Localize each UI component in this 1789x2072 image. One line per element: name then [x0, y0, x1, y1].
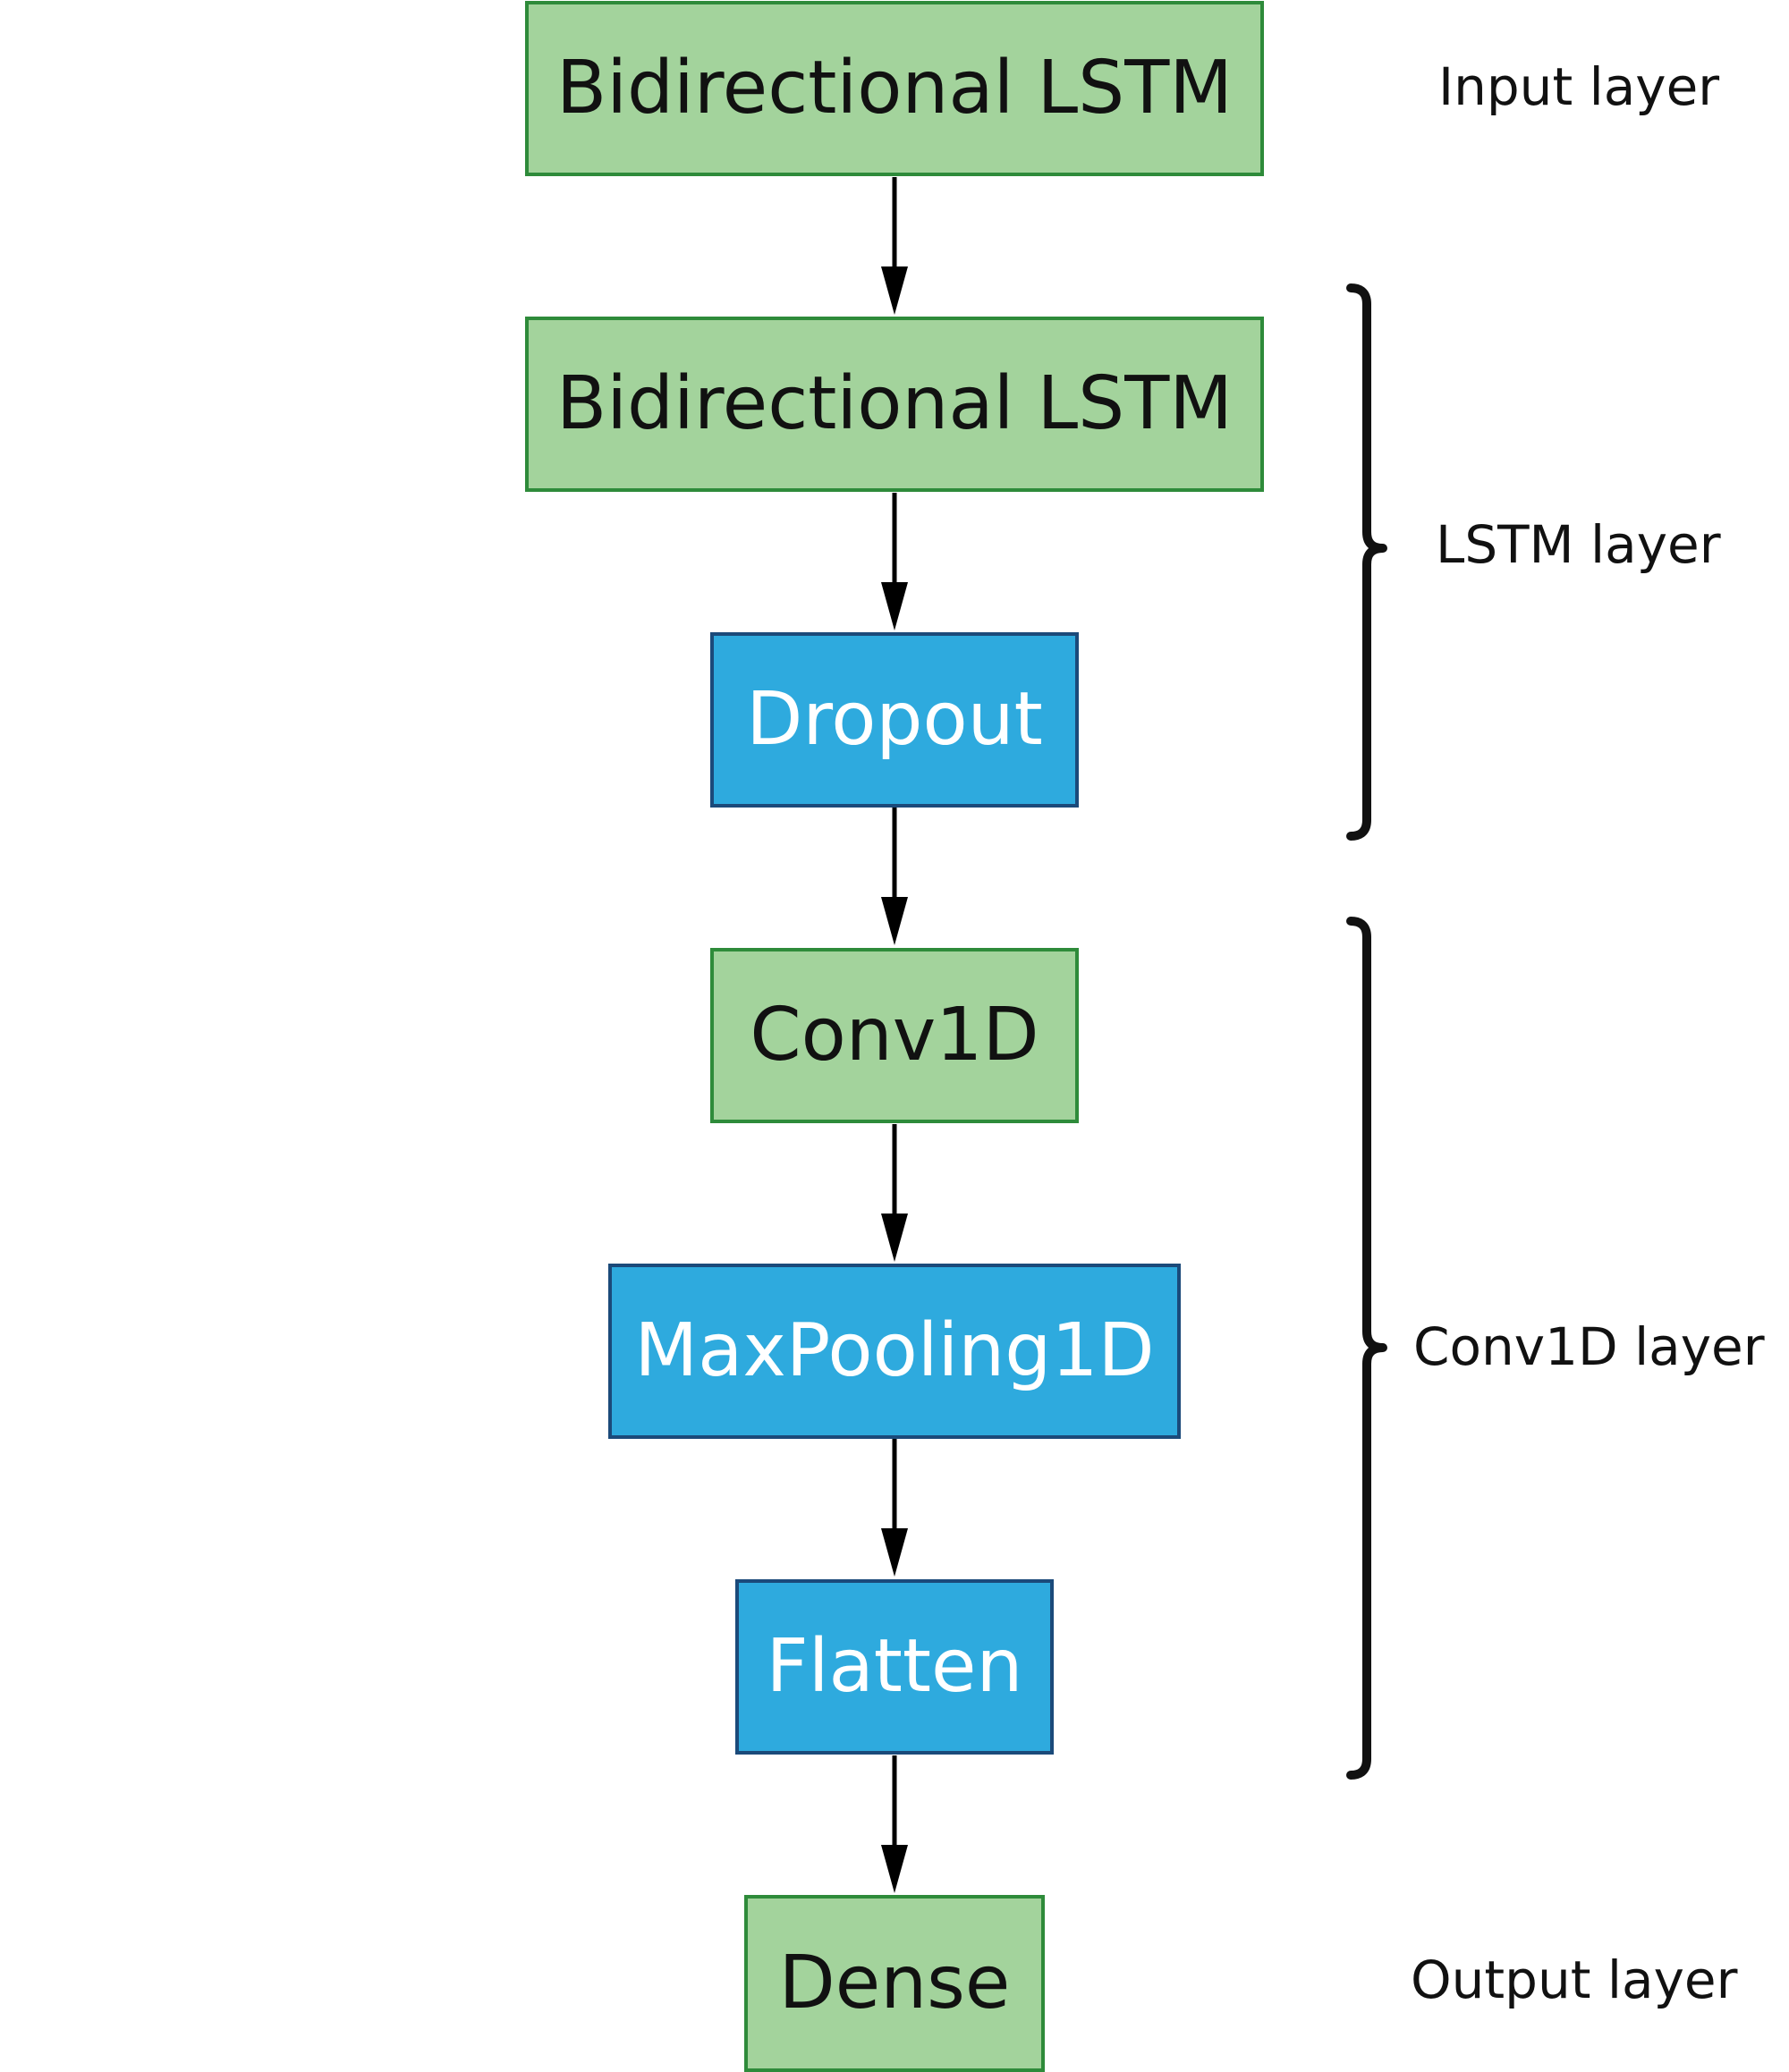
- conv1d-group-brace: [1346, 917, 1387, 1780]
- arrow-dropout-to-conv1d: [881, 808, 908, 945]
- layer-label: MaxPooling1D: [634, 1308, 1155, 1393]
- conv1d-layer-label: Conv1D layer: [1413, 1316, 1765, 1377]
- layer-label: Dense: [778, 1941, 1011, 2025]
- lstm-layer-label: LSTM layer: [1436, 514, 1721, 575]
- arrow-conv1d-to-maxpooling1d: [881, 1124, 908, 1262]
- layer-maxpooling1d: MaxPooling1D: [608, 1264, 1181, 1439]
- layer-label: Bidirectional LSTM: [555, 361, 1234, 446]
- output-layer-label: Output layer: [1411, 1949, 1738, 2010]
- layer-flatten: Flatten: [735, 1579, 1054, 1755]
- layer-label: Conv1D: [750, 993, 1039, 1078]
- arrow-maxpooling1d-to-flatten: [881, 1439, 908, 1577]
- layer-dense: Dense: [744, 1895, 1045, 2072]
- layer-dropout: Dropout: [710, 632, 1079, 808]
- layer-bidirectional-lstm: Bidirectional LSTM: [525, 317, 1264, 492]
- layer-conv1d: Conv1D: [710, 948, 1079, 1123]
- arrow-bilstm2-to-dropout: [881, 493, 908, 630]
- layer-label: Dropout: [746, 677, 1043, 762]
- layer-bidirectional-lstm-input: Bidirectional LSTM: [525, 1, 1264, 176]
- layer-label: Bidirectional LSTM: [555, 46, 1234, 131]
- arrow-bilstm1-to-bilstm2: [881, 177, 908, 315]
- arrow-flatten-to-dense: [881, 1755, 908, 1893]
- layer-label: Flatten: [766, 1624, 1023, 1709]
- input-layer-label: Input layer: [1438, 56, 1720, 117]
- lstm-group-brace: [1346, 283, 1387, 841]
